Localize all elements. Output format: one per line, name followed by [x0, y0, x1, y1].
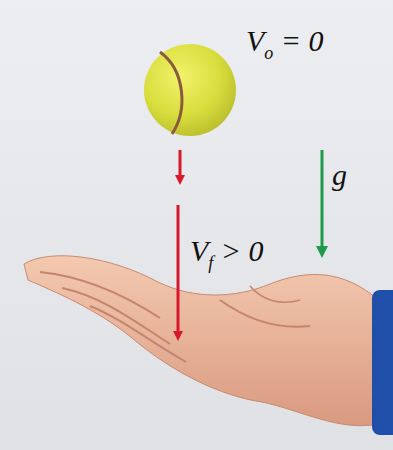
hand	[24, 256, 378, 426]
relation: = 0	[273, 24, 323, 57]
physics-label: g	[332, 160, 347, 190]
subscript: f	[208, 253, 213, 273]
subscript: o	[264, 43, 273, 63]
sleeve	[372, 290, 393, 435]
symbol: V	[190, 234, 208, 267]
symbol: V	[246, 24, 264, 57]
relation: > 0	[213, 234, 263, 267]
velocity-arrow	[177, 205, 180, 336]
velocity-arrow	[179, 150, 182, 180]
physics-label: Vo = 0	[246, 26, 324, 56]
physics-label: Vf > 0	[190, 236, 264, 266]
tennis-ball	[144, 44, 236, 136]
gravity-arrow	[321, 150, 324, 252]
